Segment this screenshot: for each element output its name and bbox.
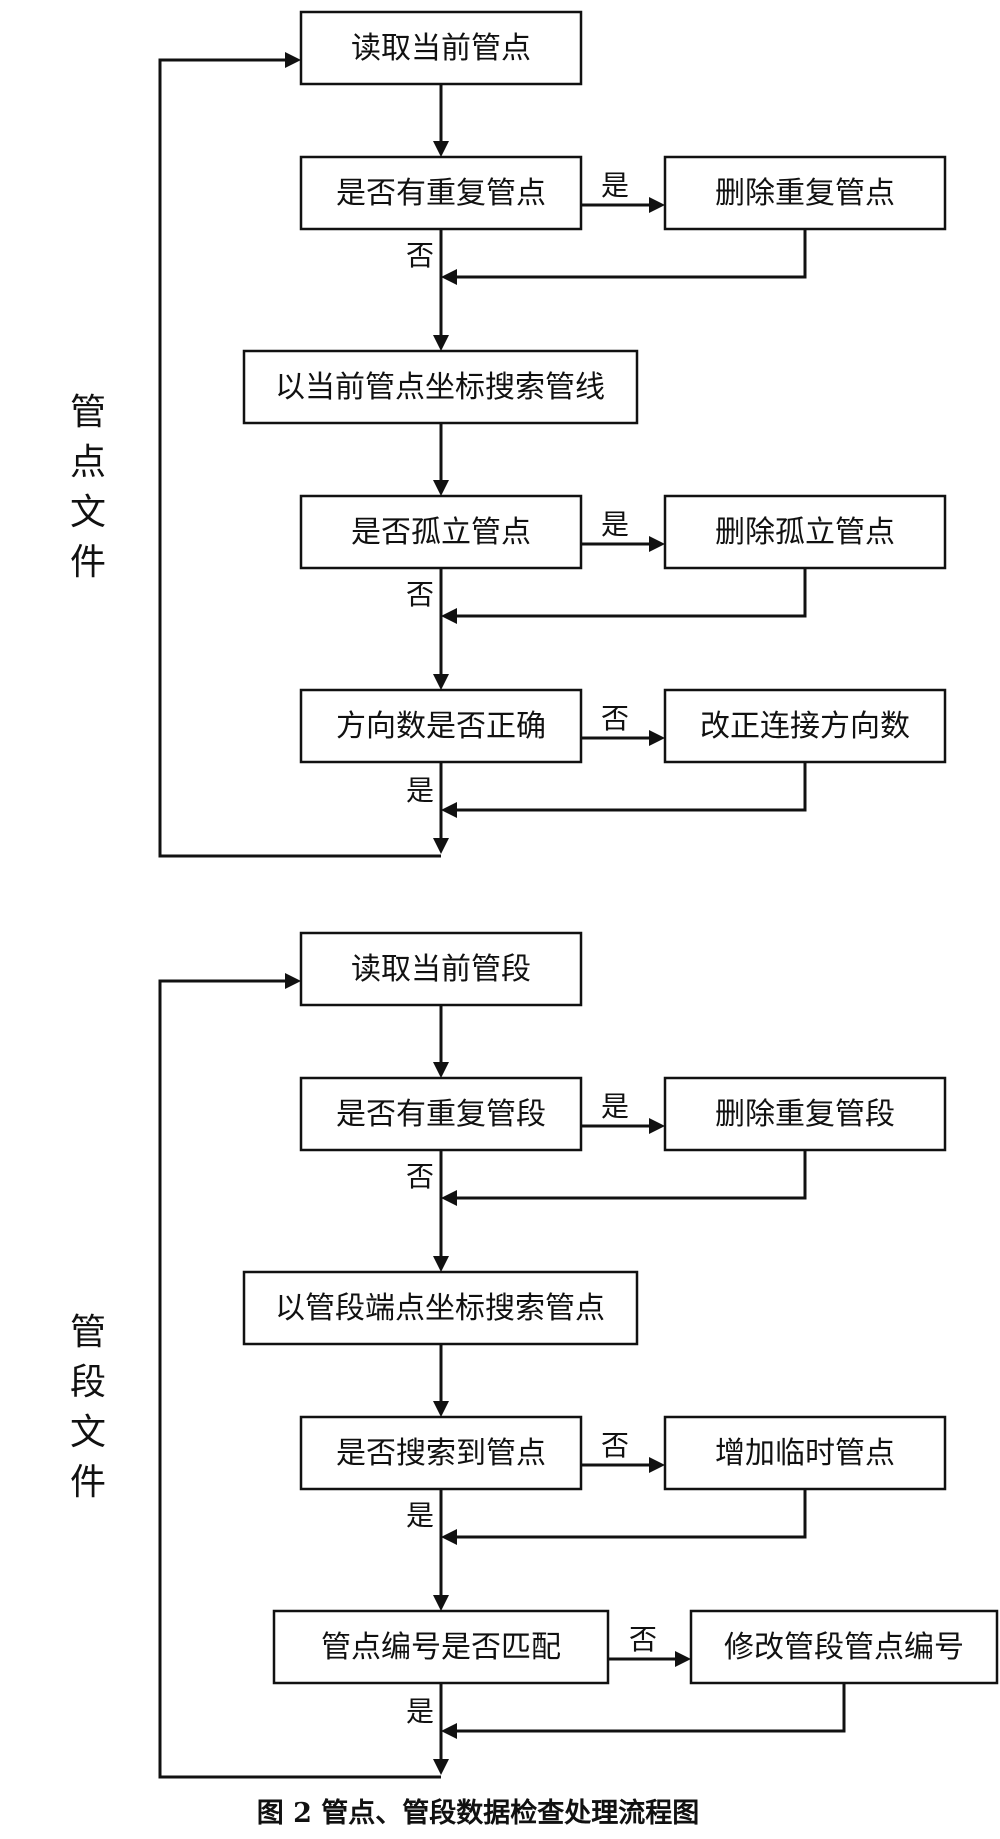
- edge-label-yes: 是: [406, 1499, 434, 1532]
- edge-label-yes: 是: [601, 169, 629, 202]
- box-dup-point-action: 删除重复管点: [663, 155, 947, 231]
- box-found-check: 是否搜索到管点: [299, 1415, 583, 1491]
- edge-label-yes: 是: [601, 508, 629, 541]
- edge-label-no: 否: [601, 1429, 629, 1462]
- box-label: 是否有重复管段: [336, 1097, 546, 1132]
- side-label-point-file: 管 点 文 件: [70, 392, 106, 583]
- box-search-pipeline: 以当前管点坐标搜索管线: [242, 349, 639, 425]
- edge-label-no: 否: [406, 1160, 434, 1193]
- box-read-point: 读取当前管点: [299, 10, 583, 86]
- side-label-char: 文: [70, 492, 106, 533]
- flow-point-file: 管 点 文 件 读取当前管点 是否有重复管点 删除重复管点 以当前管点坐标搜索管…: [70, 10, 947, 858]
- box-direction-action: 改正连接方向数: [663, 688, 947, 764]
- side-label-char: 件: [70, 1462, 106, 1503]
- box-label: 删除重复管段: [715, 1097, 895, 1132]
- box-search-points: 以管段端点坐标搜索管点: [242, 1270, 639, 1346]
- box-label: 改正连接方向数: [700, 709, 910, 744]
- box-label: 管点编号是否匹配: [321, 1630, 561, 1665]
- connectors-segment-file: [158, 973, 846, 1779]
- edge-label-no: 否: [406, 239, 434, 272]
- box-label: 修改管段管点编号: [724, 1630, 964, 1665]
- side-label-segment-file: 管 段 文 件: [70, 1312, 106, 1503]
- box-isolated-check: 是否孤立管点: [299, 494, 583, 570]
- box-label: 删除重复管点: [715, 176, 895, 211]
- box-label: 删除孤立管点: [715, 515, 895, 550]
- side-label-char: 点: [70, 442, 106, 483]
- box-label: 方向数是否正确: [336, 709, 546, 744]
- edge-label-yes: 是: [406, 774, 434, 807]
- box-match-action: 修改管段管点编号: [689, 1609, 999, 1685]
- box-read-segment: 读取当前管段: [299, 931, 583, 1007]
- side-label-char: 段: [70, 1362, 106, 1403]
- box-label: 是否搜索到管点: [336, 1436, 546, 1471]
- side-label-char: 文: [70, 1412, 106, 1453]
- box-dup-segment-action: 删除重复管段: [663, 1076, 947, 1152]
- edge-label-no: 否: [629, 1623, 657, 1656]
- box-direction-check: 方向数是否正确: [299, 688, 583, 764]
- box-label: 是否孤立管点: [351, 515, 531, 550]
- box-label: 读取当前管点: [351, 31, 531, 66]
- box-dup-point-check: 是否有重复管点: [299, 155, 583, 231]
- edge-label-yes: 是: [406, 1695, 434, 1728]
- edge-label-yes: 是: [601, 1090, 629, 1123]
- side-label-char: 管: [70, 392, 106, 433]
- box-label: 是否有重复管点: [336, 176, 546, 211]
- box-match-check: 管点编号是否匹配: [272, 1609, 610, 1685]
- box-found-action: 增加临时管点: [663, 1415, 947, 1491]
- box-label: 以管段端点坐标搜索管点: [275, 1291, 605, 1326]
- figure-caption: 图 2 管点、管段数据检查处理流程图: [257, 1797, 700, 1829]
- box-isolated-action: 删除孤立管点: [663, 494, 947, 570]
- box-label: 以当前管点坐标搜索管线: [275, 370, 605, 405]
- side-label-char: 管: [70, 1312, 106, 1353]
- flow-segment-file: 管 段 文 件 读取当前管段 是否有重复管段 删除重复管段 以管段端点坐标搜索管…: [70, 931, 999, 1779]
- side-label-char: 件: [70, 542, 106, 583]
- box-label: 增加临时管点: [715, 1436, 895, 1471]
- edge-label-no: 否: [601, 702, 629, 735]
- edge-label-no: 否: [406, 578, 434, 611]
- box-dup-segment-check: 是否有重复管段: [299, 1076, 583, 1152]
- connectors-point-file: [158, 52, 807, 858]
- box-label: 读取当前管段: [351, 952, 531, 987]
